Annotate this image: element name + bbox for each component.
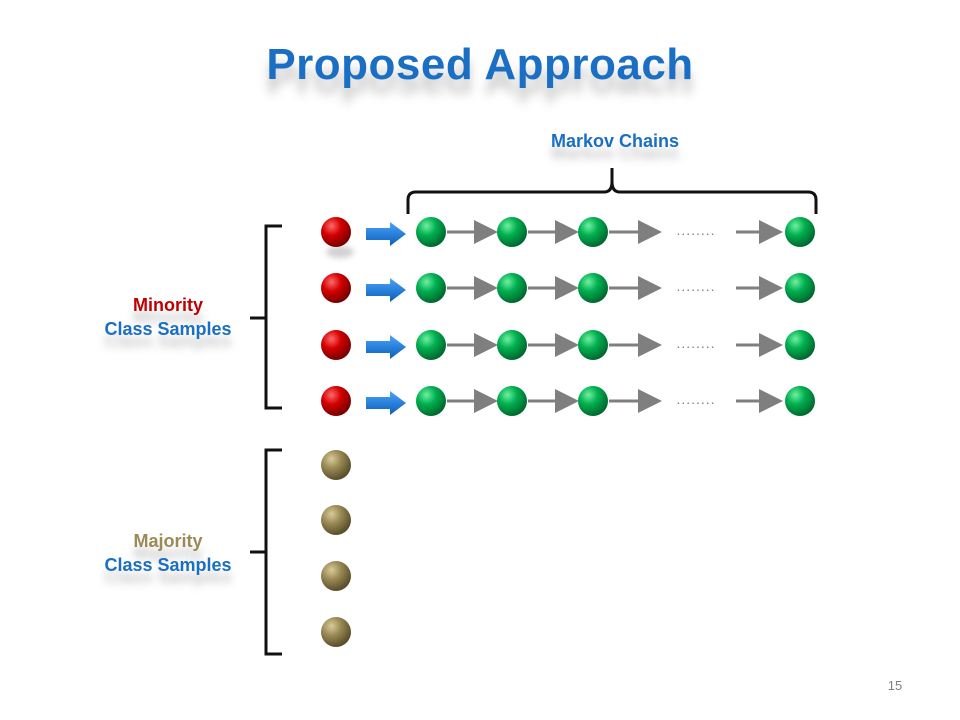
markov-node [578, 386, 608, 416]
chain-row [321, 217, 815, 258]
chain-ellipsis: ........ [676, 278, 715, 294]
slide-title: Proposed Approach [266, 40, 694, 89]
markov-node [785, 217, 815, 247]
markov-node [578, 330, 608, 360]
chain-row [321, 386, 815, 416]
markov-node [416, 330, 446, 360]
chain-ellipsis: ........ [676, 222, 715, 238]
chain-ellipsis: ........ [676, 335, 715, 351]
markov-node [785, 330, 815, 360]
markov-node [578, 217, 608, 247]
majority-class-label: Majority Class Samples [88, 529, 248, 577]
minority-label-line2: Class Samples [104, 319, 232, 339]
blue-arrow-icon [366, 335, 406, 359]
minority-class-label: Minority Class Samples [88, 293, 248, 341]
markov-node [416, 273, 446, 303]
chain-row [321, 330, 815, 360]
markov-node [497, 217, 527, 247]
majority-node [321, 617, 351, 647]
markov-node [416, 386, 446, 416]
majority-label-line1: Majority [133, 531, 203, 551]
markov-node [416, 217, 446, 247]
markov-brace [406, 168, 818, 214]
markov-chains-label: Markov Chains [550, 131, 680, 151]
majority-label-line2: Class Samples [104, 555, 232, 575]
markov-node [785, 273, 815, 303]
markov-node [578, 273, 608, 303]
page-number: 15 [887, 678, 903, 693]
majority-node [321, 561, 351, 591]
minority-bracket [250, 224, 282, 410]
majority-bracket [250, 448, 282, 656]
markov-node [497, 330, 527, 360]
chain-ellipsis: ........ [676, 391, 715, 407]
blue-arrow-icon [366, 391, 406, 415]
blue-arrow-icon [366, 278, 406, 302]
blue-arrow-icon [366, 222, 406, 246]
majority-node [321, 450, 351, 480]
chain-row [321, 273, 815, 303]
markov-node [497, 273, 527, 303]
majority-node [321, 505, 351, 535]
minority-node [321, 217, 351, 247]
markov-node [785, 386, 815, 416]
markov-node [497, 386, 527, 416]
minority-node [321, 273, 351, 303]
minority-node [321, 330, 351, 360]
minority-label-line1: Minority [133, 295, 203, 315]
minority-node [321, 386, 351, 416]
